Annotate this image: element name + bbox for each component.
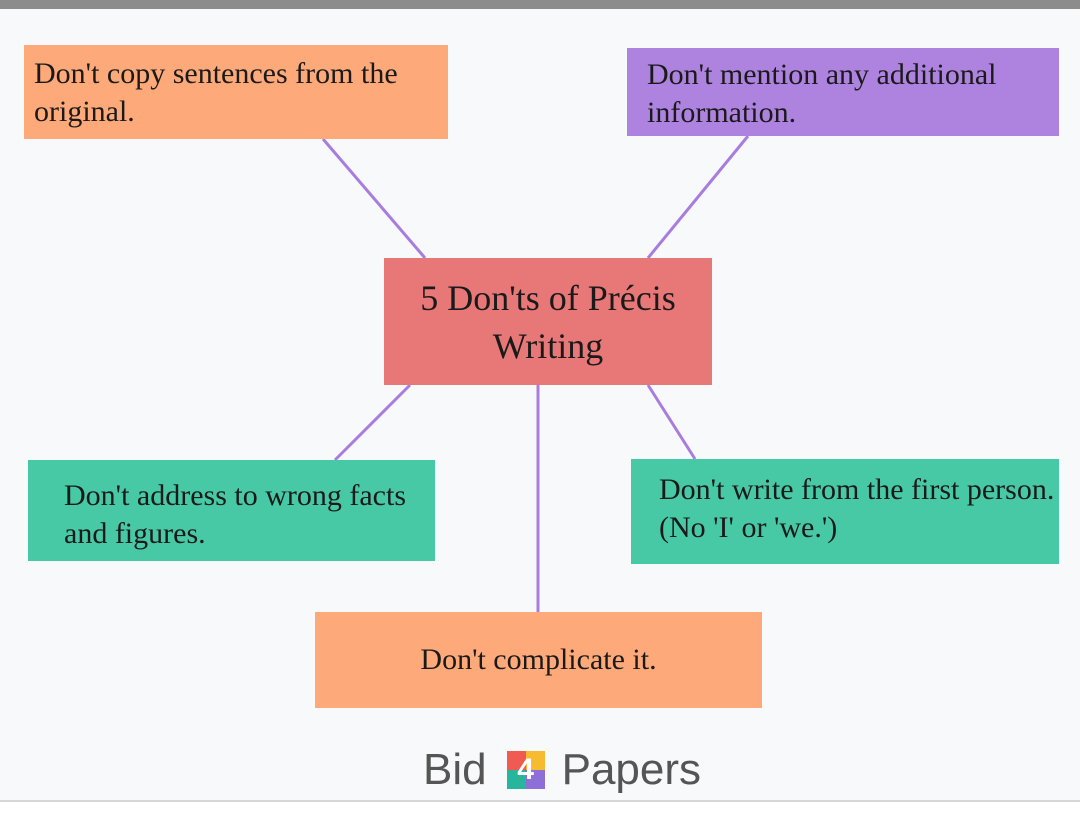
logo-mark-text: 4 xyxy=(517,753,534,786)
top-bar xyxy=(0,0,1080,9)
node-first-person: Don't write from the first person. (No '… xyxy=(631,459,1059,564)
logo-text-left: Bid xyxy=(423,745,487,794)
connector-top-right xyxy=(646,135,750,259)
connector-bottom-right xyxy=(646,384,697,460)
node-complicate: Don't complicate it. xyxy=(315,612,762,708)
central-title: 5 Don'ts of Précis Writing xyxy=(384,258,712,385)
connector-top-left xyxy=(321,138,427,259)
logo-mark-icon: 4 xyxy=(506,751,545,789)
node-copy-sentences: Don't copy sentences from the original. xyxy=(24,45,448,139)
brand-logo: Bid 4 Papers xyxy=(423,740,701,800)
node-additional-information: Don't mention any additional information… xyxy=(627,48,1059,136)
node-wrong-facts: Don't address to wrong facts and figures… xyxy=(28,460,435,561)
connector-bottom-left xyxy=(333,383,412,462)
central-title-text: 5 Don'ts of Précis Writing xyxy=(420,277,676,366)
logo-text-right: Papers xyxy=(561,745,702,794)
bottom-strip xyxy=(0,802,1080,823)
bottom-divider xyxy=(0,800,1080,802)
